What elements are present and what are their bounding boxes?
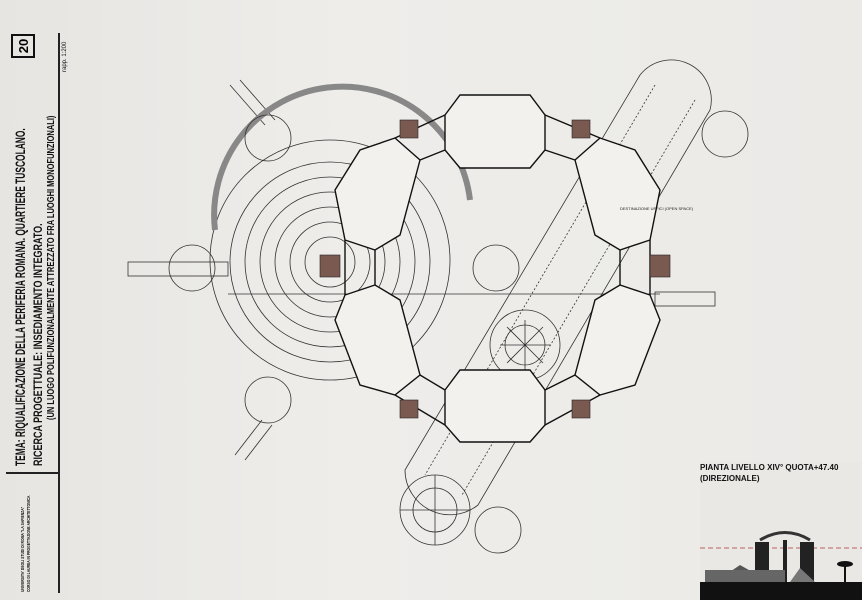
block-upper-right: [574, 137, 661, 251]
satellite-towers: [168, 110, 749, 554]
block-lower-left: [334, 284, 421, 396]
legend-subtitle: (DIREZIONALE): [700, 474, 760, 483]
annotation-offices: DESTINAZIONE UFFICI (OPEN SPACE): [620, 206, 694, 211]
block-upper-left: [334, 137, 421, 251]
legend-title: PIANTA LIVELLO XIV° QUOTA+47.40: [700, 463, 839, 472]
block-lower-right: [574, 284, 661, 396]
title-frame-divider: [6, 472, 59, 474]
legend-panel: PIANTA LIVELLO XIV° QUOTA+47.40 (DIREZIO…: [700, 462, 862, 600]
section-elevation: [700, 531, 862, 600]
stair-cores: [319, 119, 671, 419]
office-ring: [334, 94, 661, 443]
block-bottom: [444, 369, 546, 443]
amphitheatre: [209, 83, 473, 381]
block-top: [444, 94, 546, 169]
title-frame-line: [58, 33, 60, 593]
plan-axes: [127, 79, 716, 461]
